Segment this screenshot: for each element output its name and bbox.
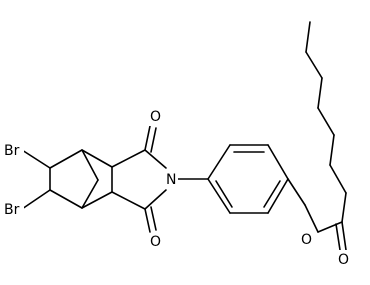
bond <box>317 221 343 233</box>
bond <box>144 125 151 151</box>
bond <box>317 77 323 109</box>
bond <box>317 107 335 136</box>
ester-oxygen-label: O <box>301 232 312 248</box>
bond <box>144 149 167 169</box>
bond-group-imide <box>111 125 209 233</box>
imide-oxygen-label-top: O <box>150 109 161 125</box>
bromine-label-top: Br <box>4 143 20 159</box>
imide-nitrogen-label: N <box>166 172 176 188</box>
bond <box>144 189 167 210</box>
bond <box>144 208 151 233</box>
bond <box>263 180 281 208</box>
imide-oxygen-label-bottom: O <box>150 234 161 250</box>
bond <box>111 149 146 168</box>
bond <box>305 21 311 53</box>
bond <box>341 192 347 223</box>
bond <box>81 149 113 168</box>
bond <box>207 144 231 180</box>
bond <box>305 51 323 79</box>
bond <box>287 178 306 206</box>
bond <box>21 189 51 210</box>
bond <box>150 206 157 231</box>
bromine-label-bottom: Br <box>4 202 20 218</box>
bond <box>49 149 83 169</box>
bond-group-ester <box>287 178 347 251</box>
bond <box>304 204 319 233</box>
atom-labels: Br Br O O N O O <box>2 108 350 268</box>
bond <box>81 191 113 209</box>
bond <box>329 134 335 166</box>
bond <box>111 191 146 210</box>
bond <box>49 189 83 209</box>
carbonyl-oxygen-label: O <box>338 252 349 268</box>
bond <box>150 127 157 153</box>
bond <box>341 221 347 251</box>
bond <box>267 178 289 214</box>
bond <box>335 223 341 251</box>
bond <box>81 179 99 209</box>
bond-group-bicyclic <box>21 149 113 210</box>
bond-group-alkyl-chain <box>305 21 347 223</box>
bond <box>81 149 99 181</box>
bond <box>329 164 347 194</box>
bond <box>267 144 289 180</box>
bond <box>21 149 51 169</box>
bond-group-benzene <box>207 144 289 214</box>
bond <box>207 178 231 214</box>
bond <box>215 180 233 208</box>
